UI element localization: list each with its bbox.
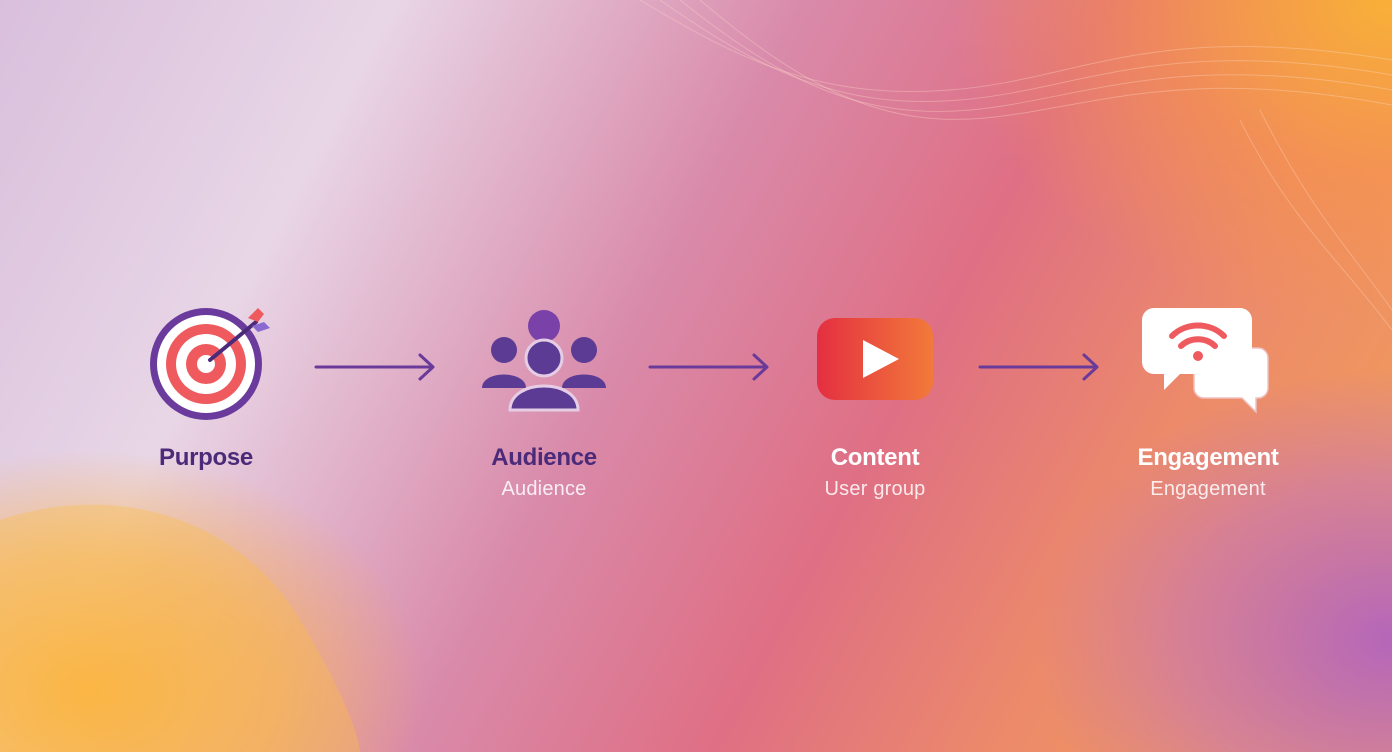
- step-title: Engagement: [1137, 444, 1279, 471]
- arrow-2: [648, 353, 769, 381]
- step-subtitle: Engagement: [1150, 478, 1266, 500]
- step-title: Content: [830, 444, 920, 471]
- step-title: Purpose: [159, 444, 253, 471]
- step-purpose: Purpose: [96, 300, 316, 478]
- step-engagement: Engagement Engagement: [1098, 300, 1318, 501]
- step-content: Content User group: [765, 300, 985, 501]
- chat-bubbles-icon: [1142, 308, 1269, 414]
- target-icon: [150, 308, 270, 420]
- step-title: Audience: [491, 444, 597, 471]
- arrow-3: [978, 353, 1099, 381]
- step-subtitle: Audience: [501, 478, 587, 500]
- users-icon: [482, 310, 606, 412]
- step-audience: Audience Audience: [434, 300, 654, 501]
- video-play-icon: [817, 318, 933, 400]
- step-subtitle: User group: [824, 478, 926, 500]
- arrow-1: [314, 353, 435, 381]
